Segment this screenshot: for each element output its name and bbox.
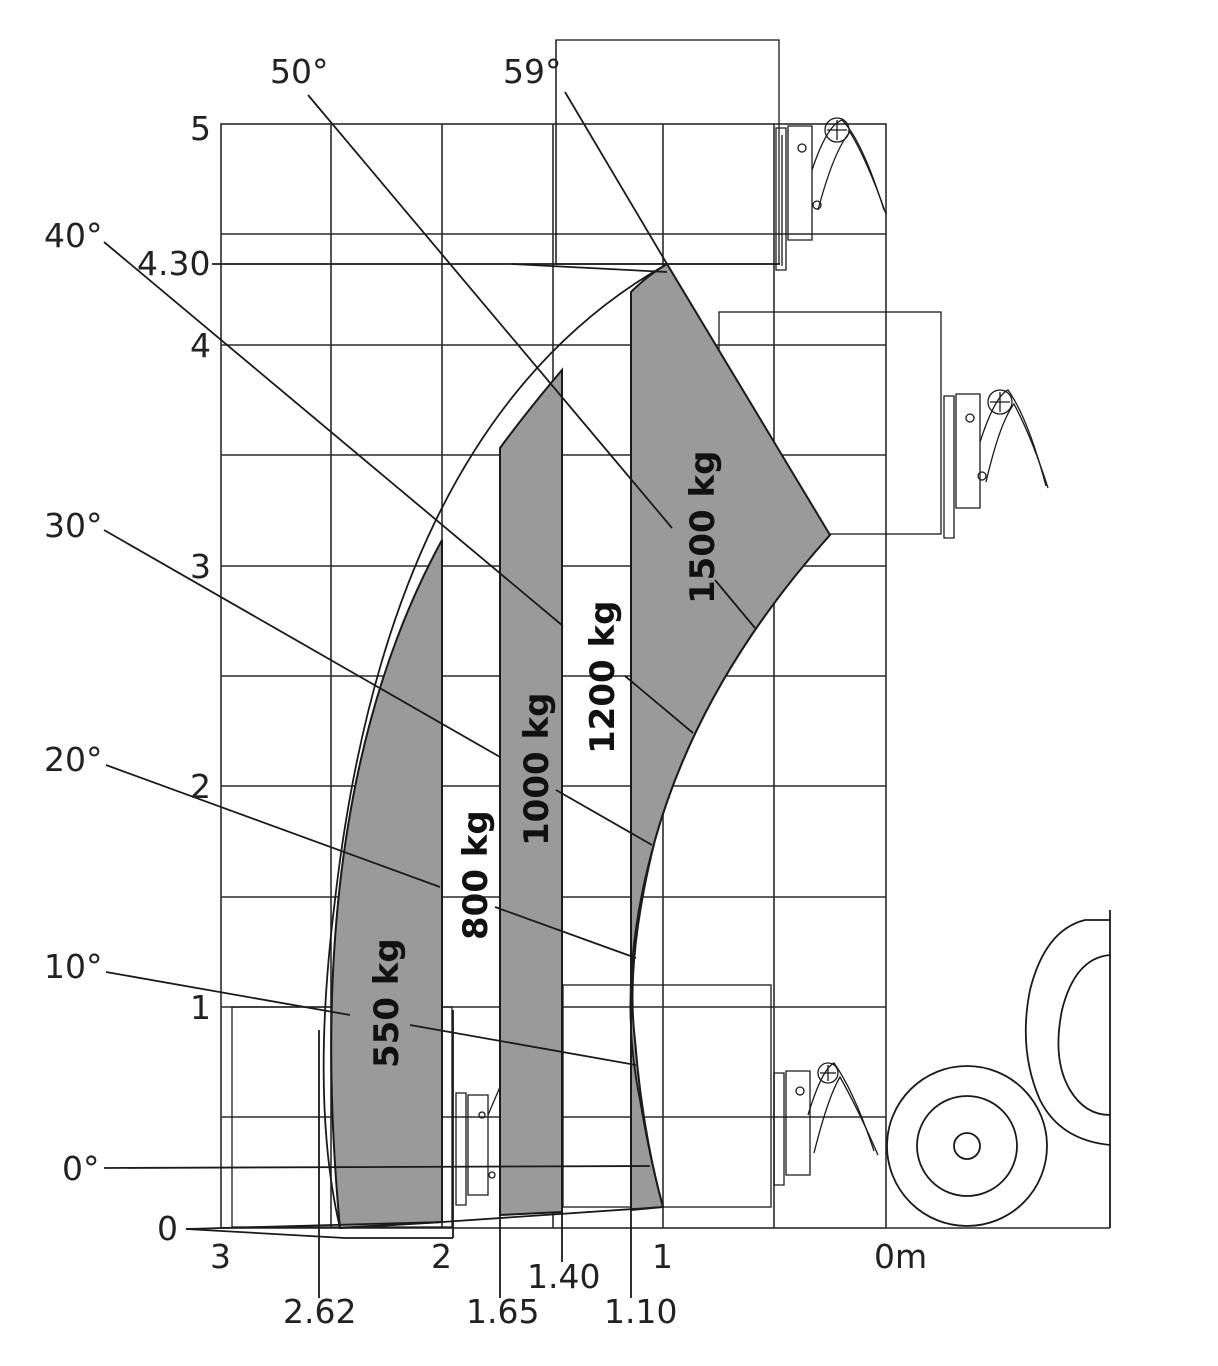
load-zones — [330, 262, 832, 1230]
zone-label-550kg: 550 kg — [367, 938, 407, 1068]
x-tick: 2 — [431, 1237, 452, 1276]
zone-label-800kg: 800 kg — [456, 810, 496, 940]
angle-label: 30° — [44, 506, 103, 545]
x-mark: 1.65 — [466, 1292, 539, 1331]
angle-line-20 — [494, 906, 637, 959]
x-mark: 2.62 — [283, 1292, 356, 1331]
y-tick: 0 — [157, 1209, 178, 1248]
machine-body — [886, 910, 1111, 1228]
attachment-right — [943, 389, 1049, 539]
zone-label-1500kg: 1500 kg — [683, 451, 723, 604]
y-tick: 2 — [190, 767, 211, 806]
y-tick: 5 — [190, 109, 211, 148]
zone-1500kg — [630, 262, 832, 1212]
x-tick: 3 — [210, 1237, 231, 1276]
angle-lines — [103, 91, 756, 1169]
angle-label: 50° — [270, 52, 329, 91]
x-axis: 3 2 1 0m 2.62 1.65 1.40 1.10 — [210, 1237, 927, 1331]
x-dimension-lines — [318, 1030, 632, 1298]
zone-label-1200kg: 1200 kg — [583, 601, 623, 754]
angle-label: 0° — [62, 1149, 100, 1188]
pallet-box-top — [555, 39, 780, 265]
x-tick: 0m — [874, 1237, 927, 1276]
attachment-bottom-left — [455, 1086, 501, 1206]
angle-line-30 — [555, 789, 653, 846]
y-tick: 4 — [190, 326, 211, 365]
angle-label: 20° — [44, 740, 103, 779]
angle-line-0 — [103, 1165, 651, 1169]
x-mark: 1.10 — [604, 1292, 677, 1331]
zone-labels: 550 kg 800 kg 1000 kg 1200 kg 1500 kg — [367, 451, 723, 1068]
front-wheel — [886, 1065, 1048, 1227]
y-axis: 5 4.30 4 3 2 1 0 — [137, 109, 211, 1248]
reach-envelope — [322, 263, 831, 1229]
zone-550kg — [330, 539, 443, 1230]
x-tick: 1 — [652, 1237, 673, 1276]
y-tick: 3 — [190, 547, 211, 586]
angle-line-50 — [714, 579, 756, 629]
angle-line-59 — [564, 91, 668, 265]
x-mark: 1.40 — [527, 1257, 600, 1296]
pallet-box-center — [562, 984, 772, 1208]
angle-labels: 0° 10° 20° 30° 40° 50° 59° — [44, 52, 562, 1188]
y-tick: 1 — [190, 988, 211, 1027]
angle-line-40 — [624, 675, 694, 734]
angle-label: 40° — [44, 216, 103, 255]
y-mark-430: 4.30 — [137, 244, 210, 283]
attachment-bottom-center — [773, 1062, 879, 1186]
angle-label: 59° — [503, 52, 562, 91]
zone-label-1000kg: 1000 kg — [517, 693, 557, 846]
attachment-top — [775, 117, 887, 271]
angle-label: 10° — [44, 947, 103, 986]
angle-line-10 — [409, 1024, 637, 1066]
